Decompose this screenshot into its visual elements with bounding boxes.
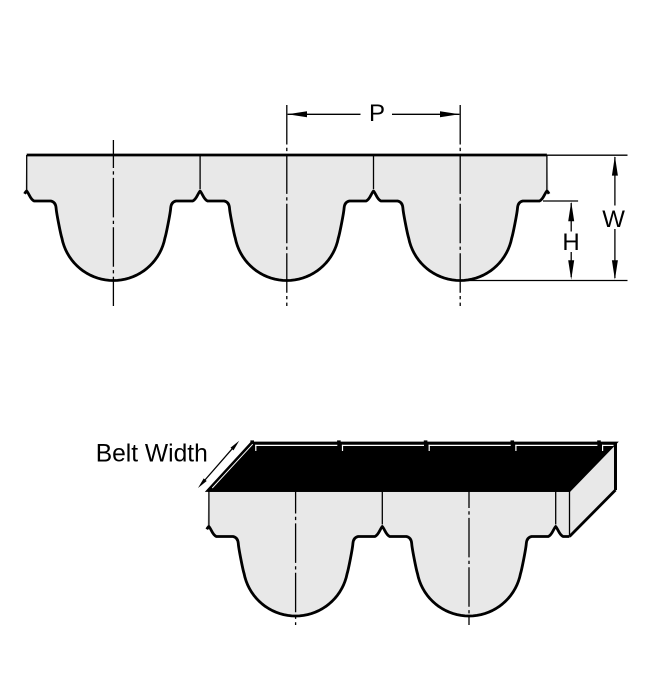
svg-text:W: W xyxy=(602,206,625,233)
svg-text:Belt Width: Belt Width xyxy=(96,441,208,468)
svg-text:H: H xyxy=(562,229,579,256)
svg-text:P: P xyxy=(369,100,385,127)
